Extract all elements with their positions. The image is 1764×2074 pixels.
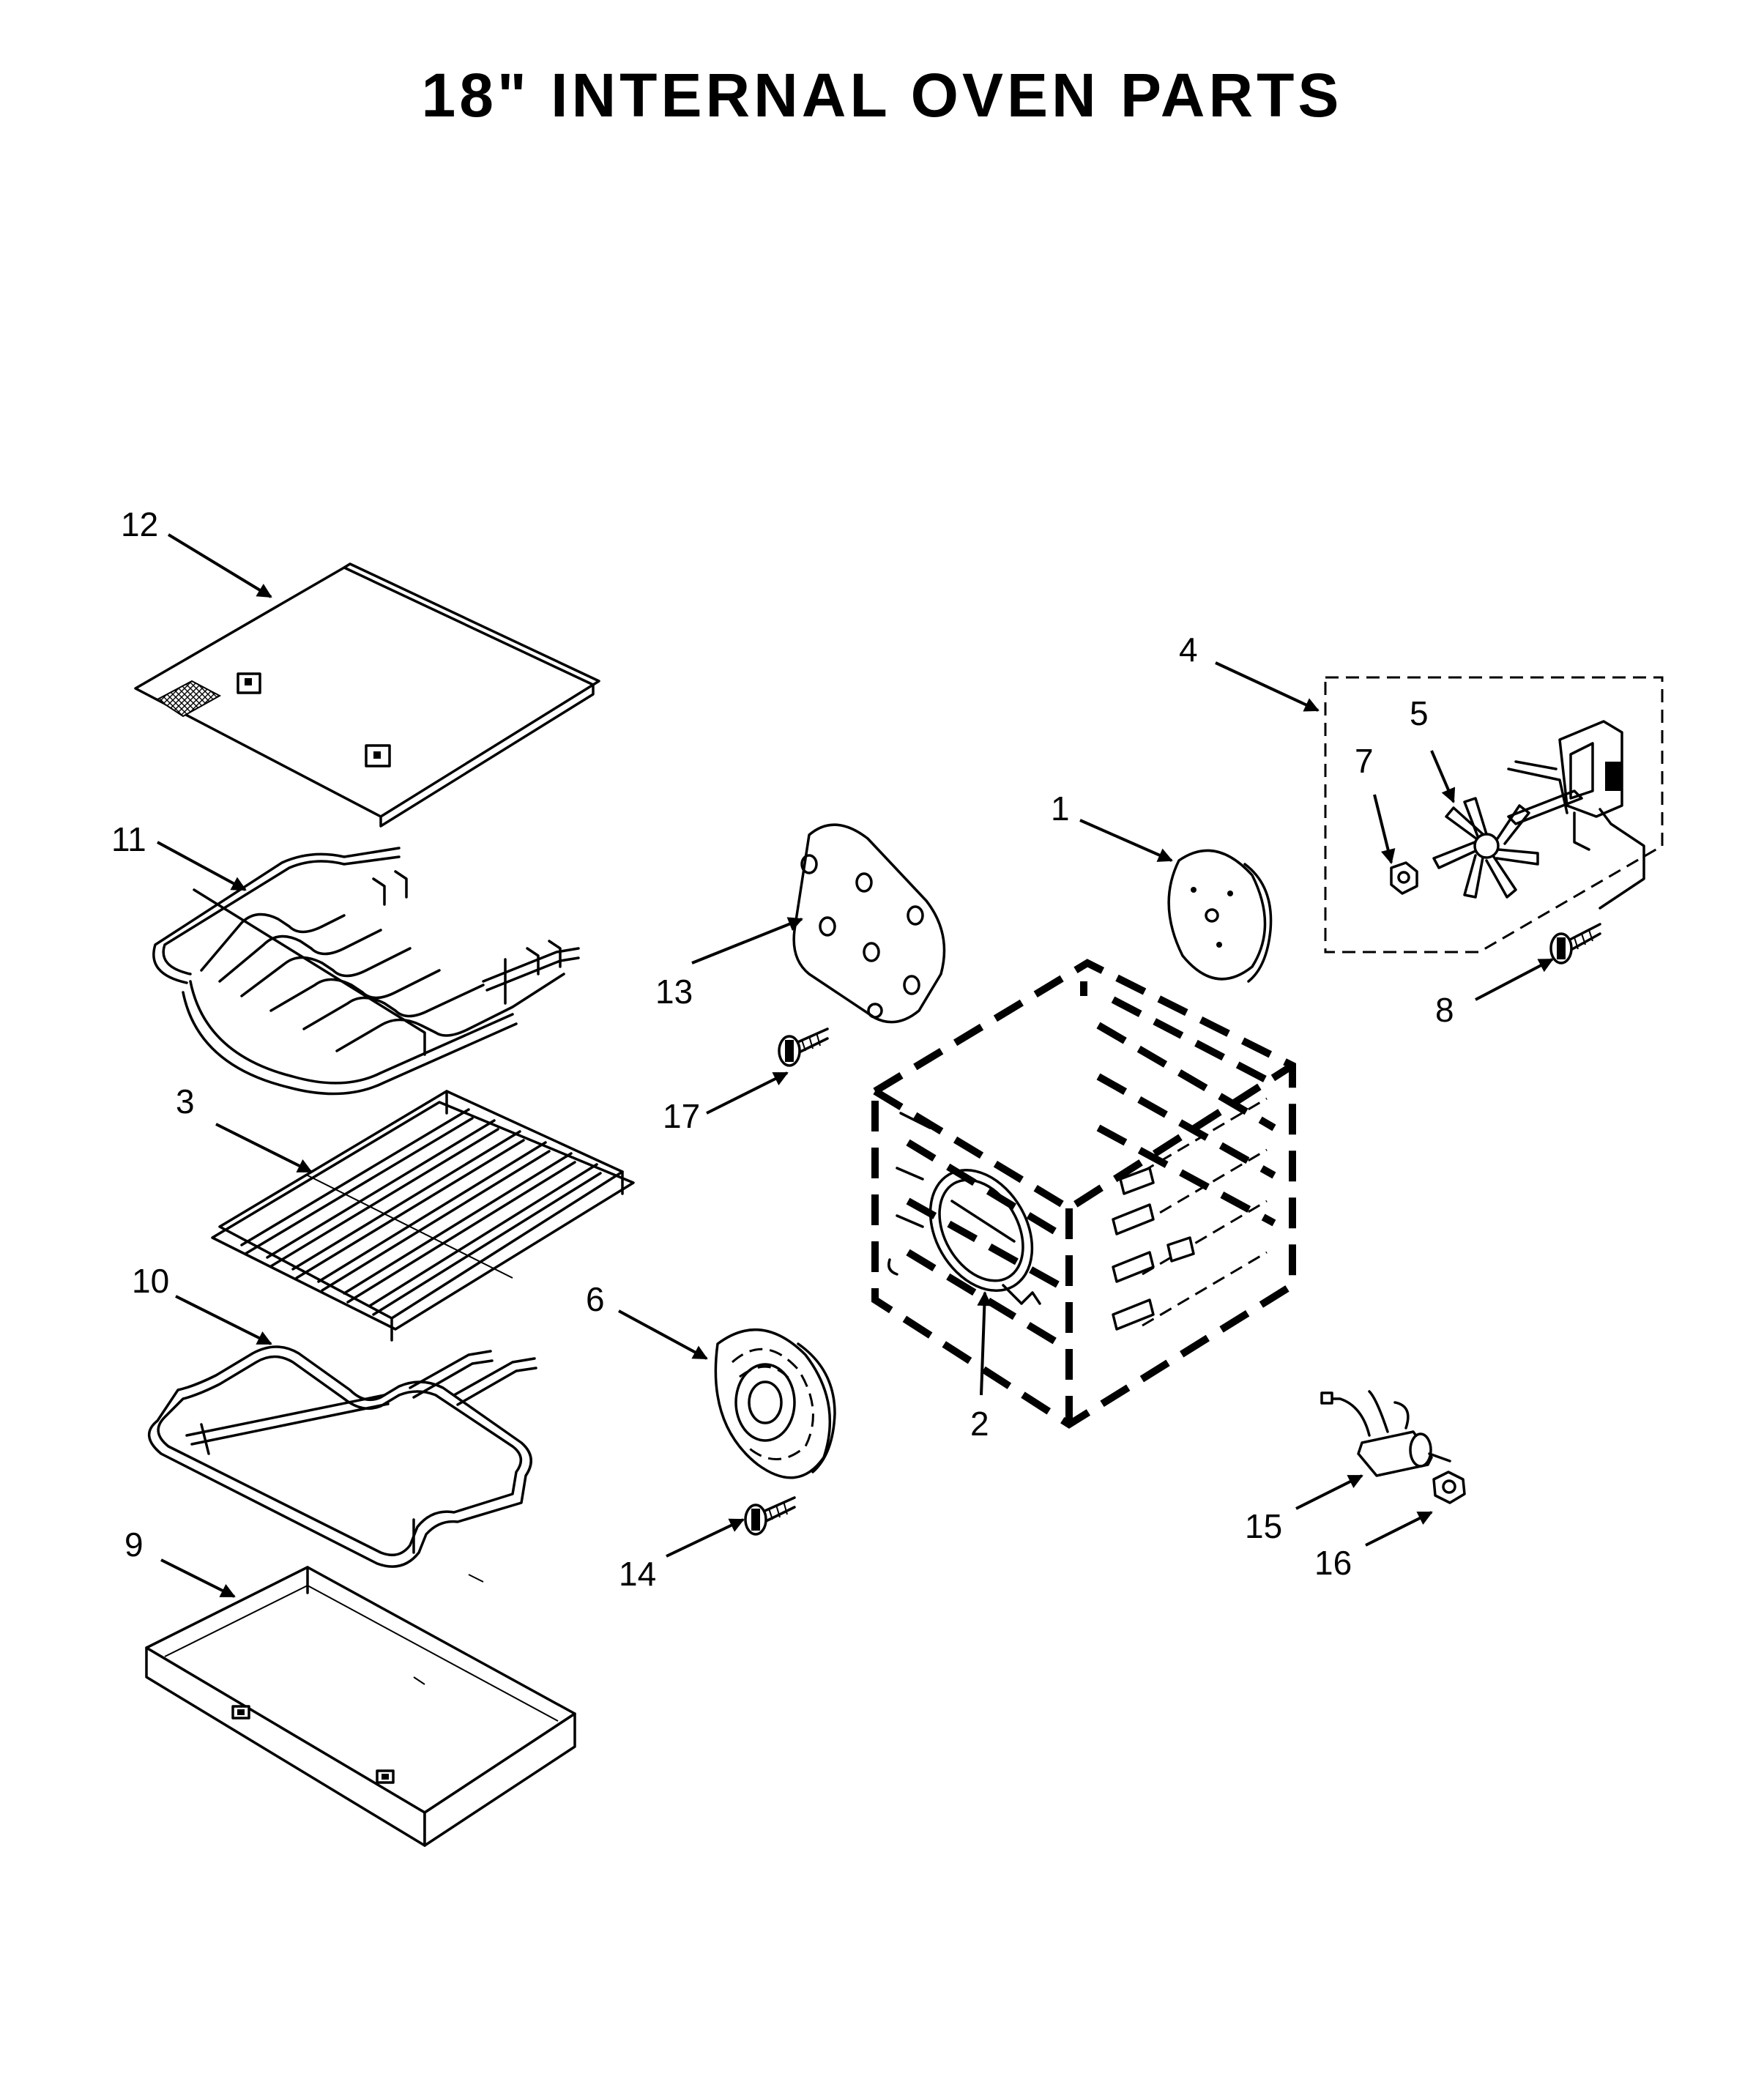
callout-16: 16 — [1314, 1544, 1352, 1582]
part-1-convection-cover — [1167, 849, 1273, 983]
part-9-tray — [145, 1566, 576, 1847]
callout-1: 1 — [1051, 789, 1070, 828]
callout-labels: 12 11 3 10 9 13 17 1 2 6 14 4 5 7 8 15 1… — [111, 505, 1454, 1593]
part-15-sensor — [1320, 1390, 1451, 1477]
callout-7: 7 — [1355, 742, 1374, 780]
callout-3: 3 — [176, 1082, 195, 1120]
part-3-oven-rack — [211, 1090, 635, 1342]
part-11-broil-element — [152, 847, 580, 1096]
part-14-screw — [744, 1496, 796, 1536]
part-13-back-plate — [792, 823, 946, 1024]
callout-17: 17 — [663, 1097, 700, 1135]
convection-motor — [1507, 720, 1645, 910]
callout-15: 15 — [1245, 1507, 1282, 1545]
callout-8: 8 — [1435, 991, 1454, 1029]
callout-5: 5 — [1410, 694, 1429, 732]
callout-6: 6 — [586, 1280, 605, 1318]
callout-12: 12 — [121, 505, 158, 543]
part-10-bake-element — [148, 1345, 537, 1568]
callout-11: 11 — [111, 820, 146, 858]
part-12-oven-panel — [134, 562, 600, 828]
part-8-screw — [1549, 923, 1601, 964]
part-7-nut — [1390, 861, 1418, 895]
callout-2: 2 — [970, 1405, 989, 1443]
part-17-screw — [778, 1027, 829, 1067]
part-6-fan-cover — [714, 1328, 836, 1479]
callout-9: 9 — [124, 1525, 144, 1564]
part-2-oven-cavity — [871, 959, 1296, 1429]
part-4-motor-assembly — [1324, 676, 1664, 954]
callout-10: 10 — [132, 1262, 169, 1300]
convection-element-ring — [928, 1168, 1041, 1305]
callout-13: 13 — [655, 973, 693, 1011]
part-16-nut — [1432, 1471, 1466, 1504]
callout-14: 14 — [619, 1555, 656, 1593]
callout-4: 4 — [1179, 631, 1198, 669]
leader-lines — [157, 533, 1554, 1598]
part-5-fan-blade — [1432, 797, 1539, 899]
diagram-title: 18" INTERNAL OVEN PARTS — [421, 61, 1343, 130]
